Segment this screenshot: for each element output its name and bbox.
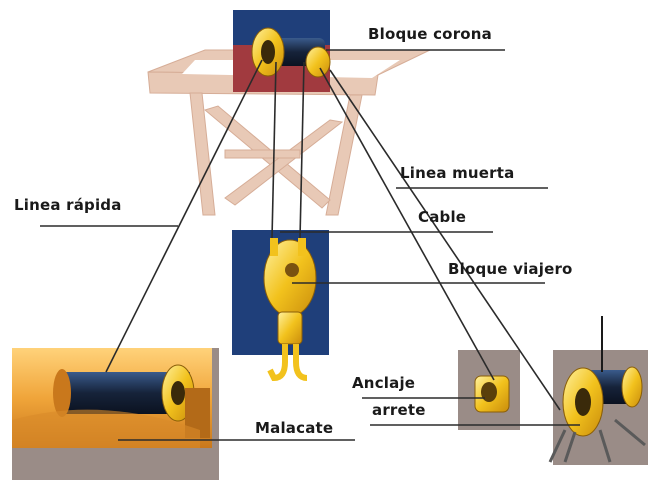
label-arrete: arrete: [372, 401, 426, 419]
label-anchor: Anclaje: [352, 374, 415, 392]
label-crown-block: Bloque corona: [368, 25, 492, 43]
deadline-reel-icon: [550, 316, 648, 465]
label-traveling-block: Bloque viajero: [448, 260, 573, 278]
crown-block-pulley-icon: [233, 10, 330, 92]
label-fast-line: Linea rápida: [14, 196, 122, 214]
anchor-clamp-icon: [458, 350, 520, 430]
winch-drum-icon: [12, 348, 219, 480]
label-drawworks: Malacate: [255, 419, 333, 437]
traveling-block-hook-icon: [232, 230, 329, 378]
label-dead-line: Linea muerta: [400, 164, 514, 182]
label-cable: Cable: [418, 208, 466, 226]
